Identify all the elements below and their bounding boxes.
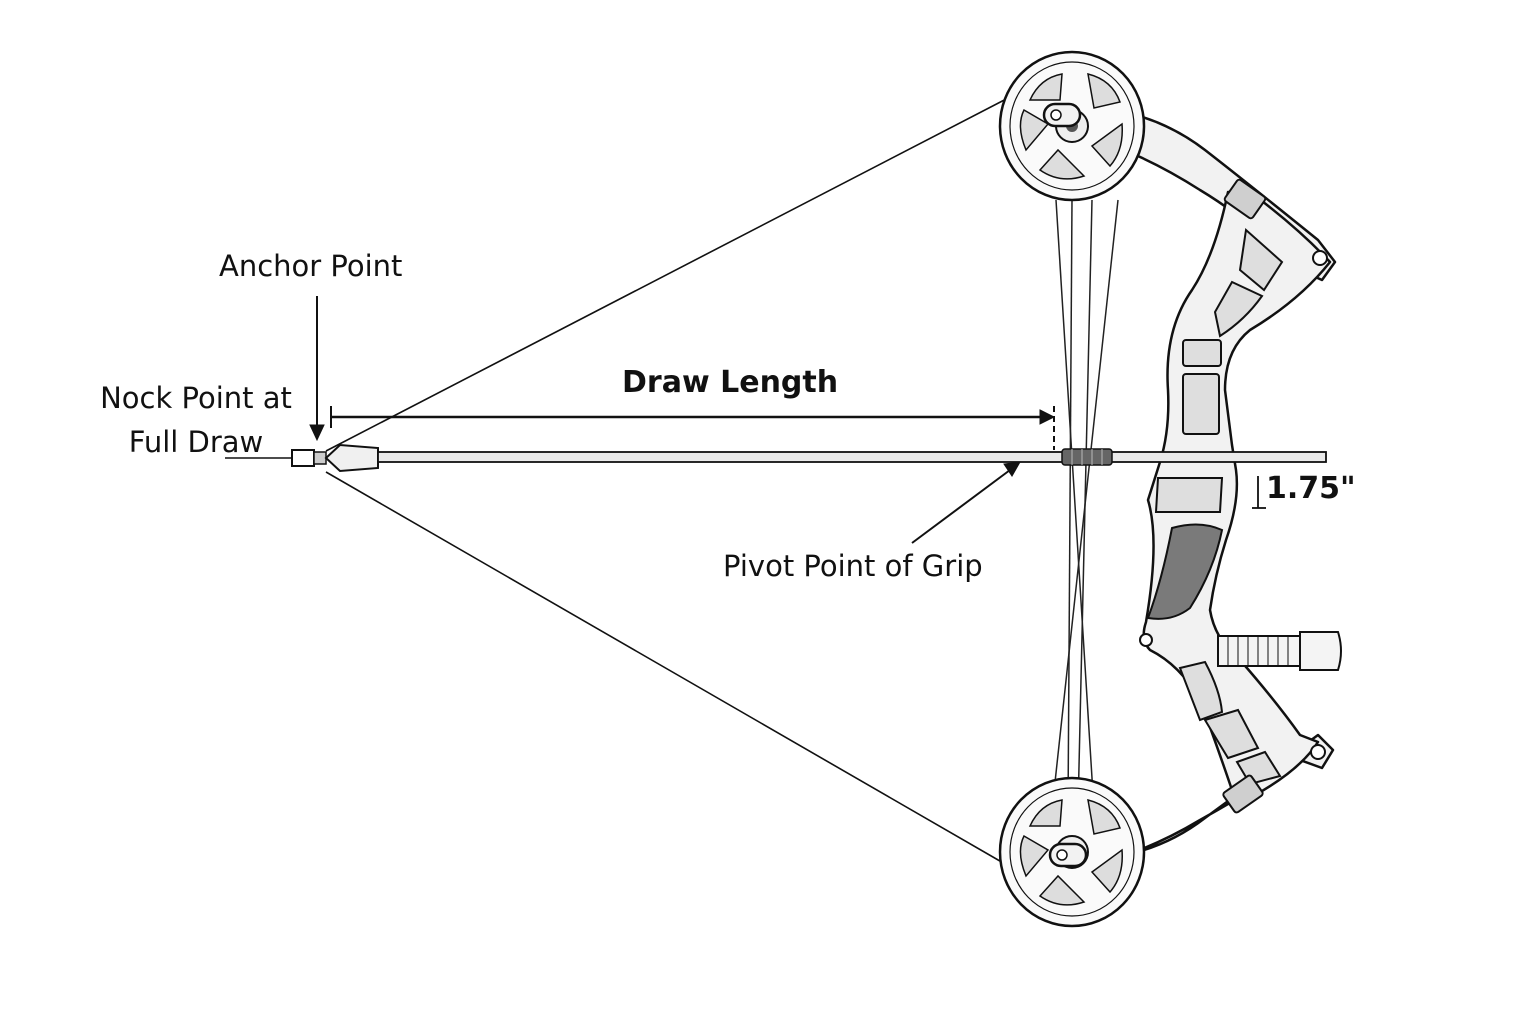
draw-length-label: Draw Length — [622, 365, 839, 400]
stabilizer — [1217, 631, 1342, 671]
nock-point-label-line1: Nock Point at — [100, 381, 292, 415]
anchor-point-label: Anchor Point — [219, 249, 403, 283]
anchor-point-arrow — [309, 296, 325, 442]
offset-marker — [1252, 476, 1266, 509]
arrow — [225, 443, 1327, 473]
pivot-point-label: Pivot Point of Grip — [723, 549, 983, 583]
upper-cam — [998, 50, 1146, 202]
bow-cables — [1051, 199, 1119, 811]
grip-offset-label: 1.75" — [1266, 471, 1356, 506]
nock-point-label-line2: Full Draw — [128, 425, 264, 459]
lower-cam — [998, 776, 1146, 928]
grip — [1146, 523, 1224, 620]
draw-length-dimension — [330, 406, 1056, 450]
drawn-bowstring — [325, 95, 1013, 869]
nock-point-label: Nock Point at Full Draw — [96, 376, 296, 464]
pivot-point-arrow — [911, 461, 1021, 544]
